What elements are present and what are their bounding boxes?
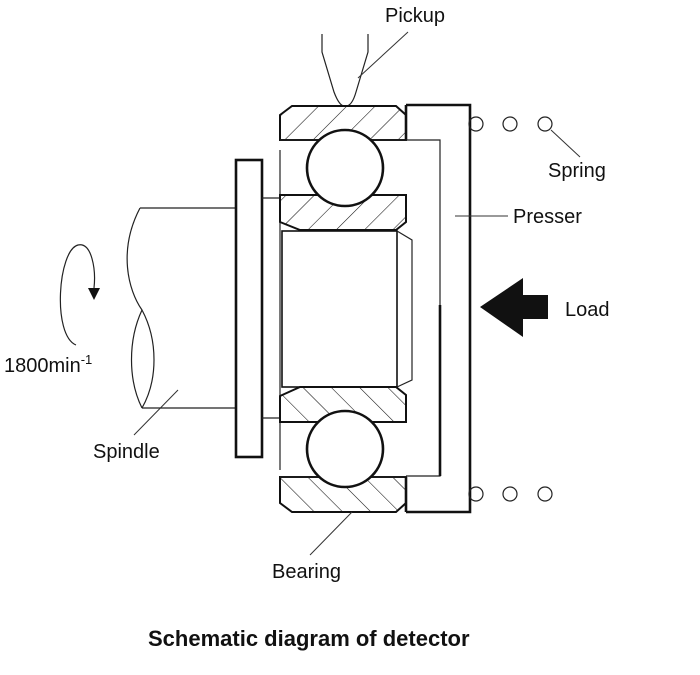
load-arrow-icon (480, 278, 548, 337)
bearing-inner-bore (281, 230, 413, 388)
bearing-top-inner-race (279, 194, 407, 231)
diagram-caption: Schematic diagram of detector (148, 626, 470, 651)
spindle (126, 207, 236, 409)
spring-coil-icon (468, 116, 553, 502)
bearing-leader (309, 511, 353, 556)
load-label: Load (565, 299, 610, 321)
bearing-ball-top (305, 128, 385, 208)
spring-label: Spring (548, 160, 606, 182)
presser-label: Presser (513, 206, 582, 228)
spindle-flange (234, 158, 264, 459)
pickup-probe (321, 34, 369, 107)
bearing-label: Bearing (272, 561, 341, 583)
rotation-arrow-icon (59, 244, 100, 346)
pickup-leader (357, 31, 409, 79)
bearing-bottom-inner-race (279, 386, 407, 423)
pickup-label: Pickup (385, 5, 445, 27)
spring-leader (550, 129, 581, 158)
spindle-label: Spindle (93, 441, 160, 463)
presser (404, 103, 472, 514)
bearing-ball-bottom (305, 409, 385, 489)
spindle-leader (133, 389, 179, 436)
speed-label: 1800min-1 (4, 352, 92, 377)
